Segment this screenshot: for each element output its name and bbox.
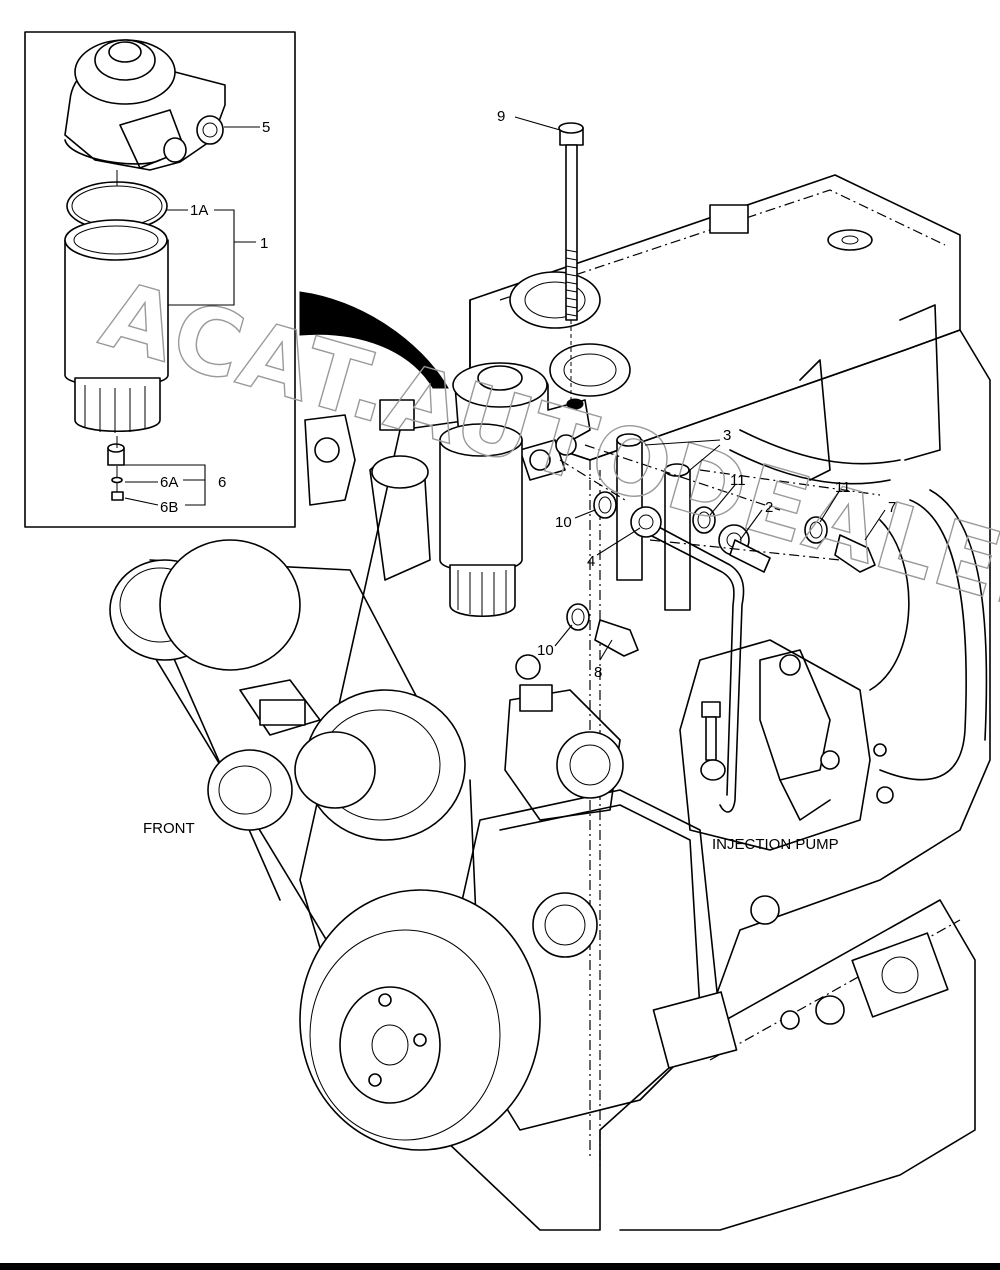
label-part-10-lower: 10 (537, 642, 554, 659)
label-part-3: 3 (723, 427, 731, 444)
front-pulleys (109, 539, 541, 1151)
label-part-6: 6 (218, 474, 226, 491)
label-part-5: 5 (262, 119, 270, 136)
label-part-9: 9 (497, 108, 505, 125)
bottom-border (0, 1263, 1000, 1270)
label-part-11-right: 11 (835, 479, 851, 496)
label-injection-pump: INJECTION PUMP (712, 836, 839, 853)
inset-exploded-view (24, 31, 296, 528)
label-part-6a: 6A (160, 474, 178, 491)
label-front: FRONT (143, 820, 195, 837)
label-part-11-left: 11 (730, 472, 746, 489)
fuel-filter-installed (439, 362, 591, 618)
fuel-lines (558, 122, 881, 813)
label-part-7: 7 (888, 499, 896, 516)
leader-lines (122, 116, 886, 661)
label-part-8: 8 (594, 664, 602, 681)
label-part-6b: 6B (160, 499, 178, 516)
label-part-1: 1 (260, 235, 268, 252)
label-part-1a: 1A (190, 202, 208, 219)
label-part-10-upper: 10 (555, 514, 572, 531)
part-labels: 5 1A 1 6A 6 6B 9 3 10 11 2 11 7 4 10 8 F… (143, 108, 896, 853)
label-part-2: 2 (765, 499, 773, 516)
label-part-4: 4 (587, 553, 595, 570)
direction-arrow (299, 291, 449, 389)
